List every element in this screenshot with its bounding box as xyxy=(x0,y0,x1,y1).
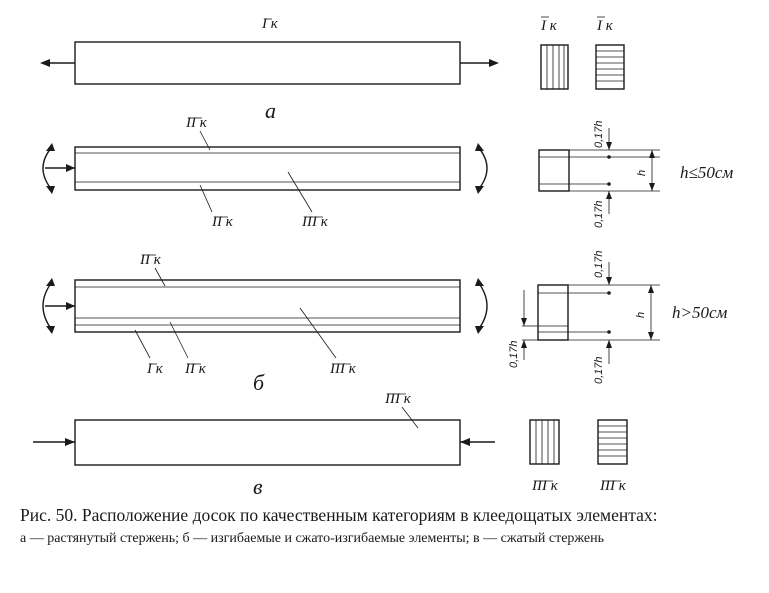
section-v-vertical xyxy=(529,419,560,465)
moment-arrow-left-b2 xyxy=(42,281,53,331)
moment-arrow-right-b2 xyxy=(477,281,488,331)
tension-arrow-left xyxy=(40,59,75,67)
caption-title: Рис. 50. Расположение досок по качествен… xyxy=(20,505,658,525)
beam-v xyxy=(74,419,461,466)
dim-017h-left-b2: 0,17h xyxy=(508,340,520,368)
panel-b-upper: II к II к III к 0, xyxy=(42,115,733,230)
dim-017h-top-b1: 0,17h xyxy=(593,120,605,148)
label-cat2-bottom-b2: II к xyxy=(184,361,207,377)
condition-small: h≤50см xyxy=(680,163,733,182)
moment-arrow-right-b1 xyxy=(477,146,488,191)
section-b2 xyxy=(537,284,569,341)
dim-017h-bottom-b2: 0,17h xyxy=(593,356,605,384)
panel-v: III к в III к III к xyxy=(33,391,628,499)
compression-arrow-right xyxy=(460,438,495,446)
panel-letter-v: в xyxy=(253,474,263,499)
dim-h-b2: h xyxy=(635,312,647,318)
beam-b1 xyxy=(74,146,461,191)
section-a-vertical xyxy=(540,44,569,90)
dimension-b2 xyxy=(521,262,660,364)
label-cat1-bottom-b2: I к xyxy=(146,361,164,377)
label-cat3-b2: III к xyxy=(329,361,357,377)
label-cat1-section-a1: I к xyxy=(540,18,558,34)
section-a-horizontal xyxy=(595,44,625,90)
panel-letter-a: а xyxy=(265,98,276,123)
figure-diagram: I к а I к I к xyxy=(33,16,733,499)
dim-017h-top-b2: 0,17h xyxy=(593,250,605,278)
label-cat3-b1: III к xyxy=(301,214,329,230)
section-v-horizontal xyxy=(597,419,628,465)
label-cat3-section-v2: III к xyxy=(599,478,627,494)
beam-b2 xyxy=(74,279,461,333)
tension-arrow-right xyxy=(460,59,499,67)
panel-b-lower: II к I к II к III к б xyxy=(42,250,728,395)
condition-large: h>50см xyxy=(672,303,728,322)
label-cat3-section-v1: III к xyxy=(531,478,559,494)
label-cat2-top-b2: II к xyxy=(139,252,162,268)
compression-arrow-left xyxy=(33,438,75,446)
beam-a xyxy=(74,41,461,85)
label-cat1-section-a2: I к xyxy=(596,18,614,34)
dim-017h-bottom-b1: 0,17h xyxy=(593,200,605,228)
figure-caption: Рис. 50. Расположение досок по качествен… xyxy=(20,505,760,547)
label-cat1-beam-a: I к xyxy=(261,16,279,32)
label-cat2-bottom-b1: II к xyxy=(211,214,234,230)
caption-legend: а — растянутый стержень; б — изгибаемые … xyxy=(20,531,604,546)
panel-letter-b: б xyxy=(253,370,265,395)
label-cat2-top-b1: II к xyxy=(185,115,208,131)
label-cat3-beam-v: III к xyxy=(384,391,412,407)
panel-a: I к а I к I к xyxy=(40,16,625,123)
dim-h-b1: h xyxy=(636,170,648,176)
section-b1 xyxy=(538,149,570,192)
dimension-b1 xyxy=(569,128,660,214)
